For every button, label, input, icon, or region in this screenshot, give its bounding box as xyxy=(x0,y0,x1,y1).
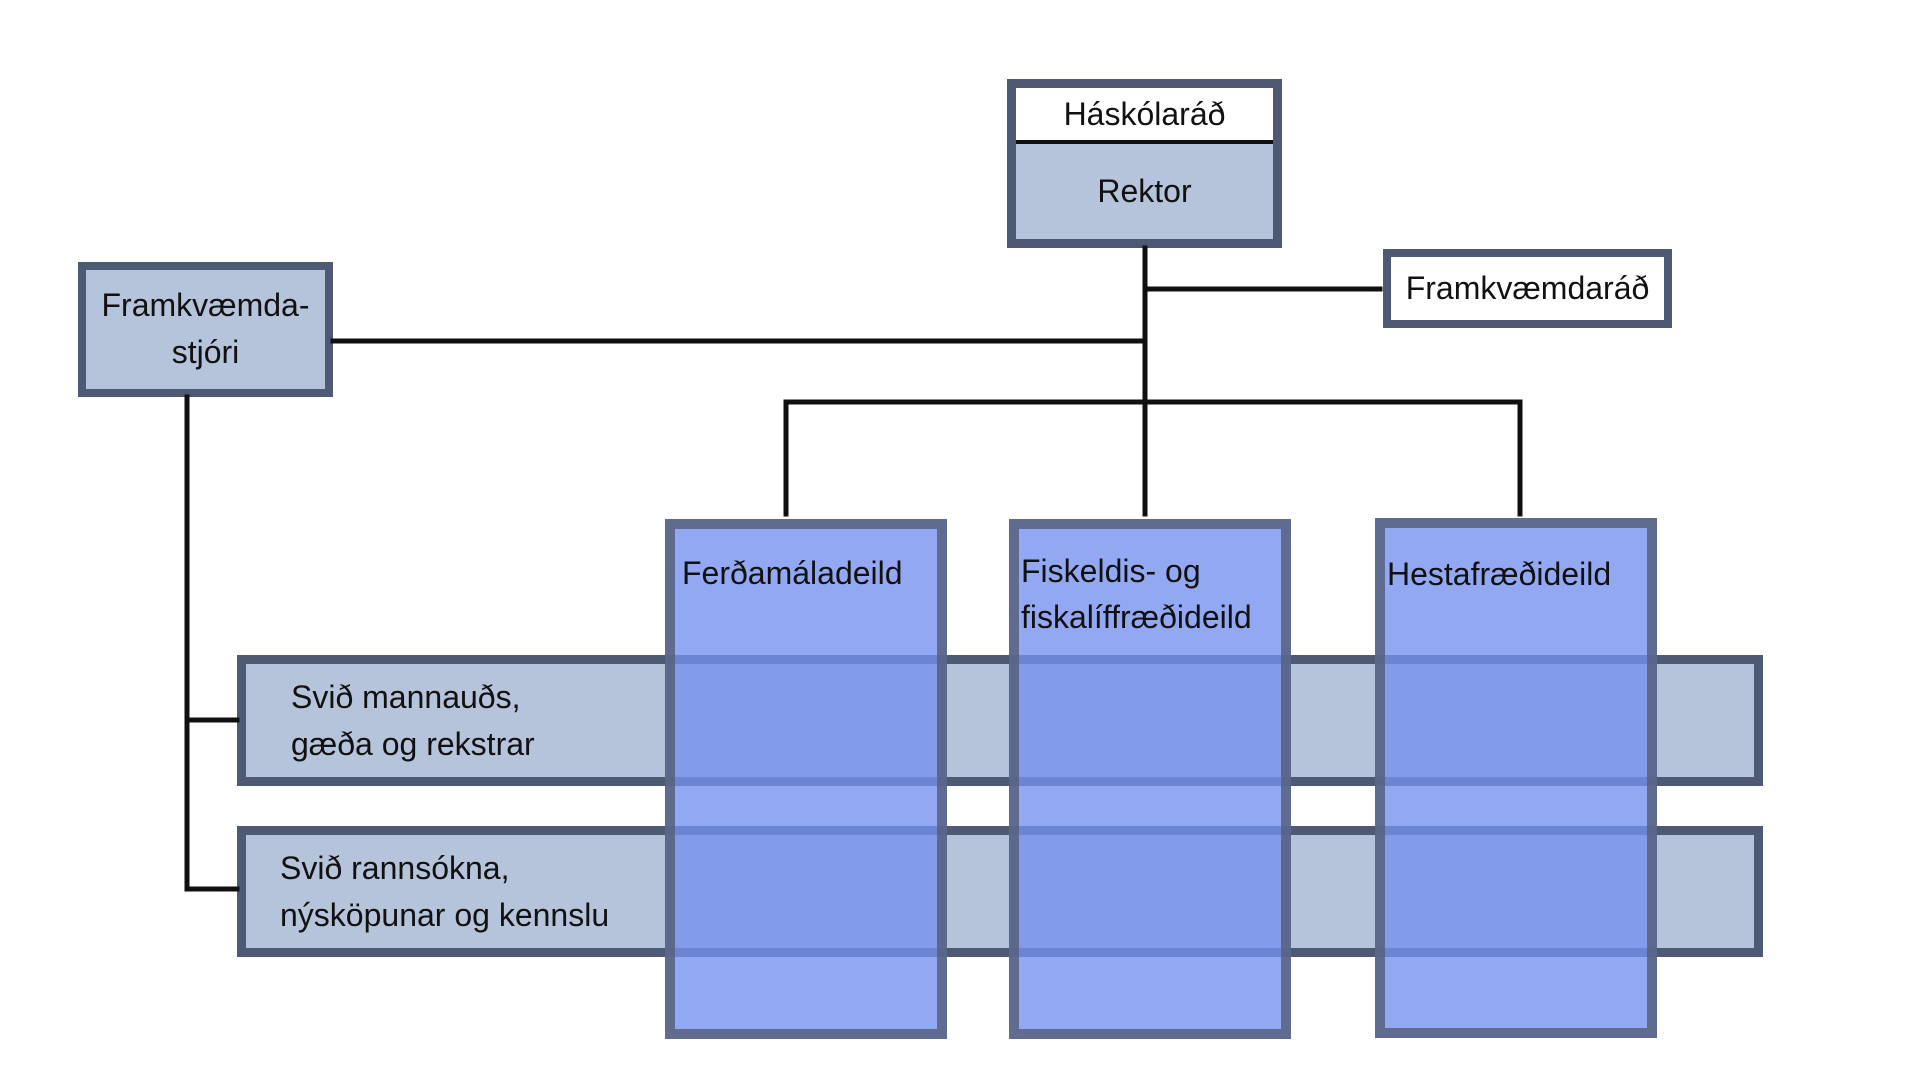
managing-director-label-line2: stjóri xyxy=(171,334,240,370)
dept-horse-label: Hestafræðideild xyxy=(1387,556,1612,592)
division-research-label-line1: Svið rannsókna, xyxy=(280,850,510,886)
rector-label: Rektor xyxy=(1097,173,1192,209)
board-label: Háskólaráð xyxy=(1063,95,1226,132)
board-rector-box: Háskólaráð Rektor xyxy=(1007,79,1282,248)
dept-tourism-box: Ferðamáladeild xyxy=(665,519,947,1039)
managing-director-box: Framkvæmda- stjóri xyxy=(78,262,333,397)
managing-director-label-line1: Framkvæmda- xyxy=(101,287,310,323)
board-box: Háskólaráð xyxy=(1016,88,1273,144)
division-hr-label-line1: Svið mannauðs, xyxy=(291,679,521,715)
division-research-label-line2: nýsköpunar og kennslu xyxy=(280,897,610,933)
dept-fish-label-line2: fiskalíffræðideild xyxy=(1021,599,1252,635)
executive-council-label: Framkvæmdaráð xyxy=(1405,270,1650,306)
executive-council-box: Framkvæmdaráð xyxy=(1383,249,1672,328)
dept-fish-box: Fiskeldis- og fiskalíffræðideild xyxy=(1009,519,1291,1039)
dept-fish-label-line1: Fiskeldis- og xyxy=(1021,553,1201,589)
dept-horse-box: Hestafræðideild xyxy=(1375,518,1657,1038)
division-hr-label-line2: gæða og rekstrar xyxy=(291,726,535,762)
dept-tourism-label: Ferðamáladeild xyxy=(682,555,903,591)
